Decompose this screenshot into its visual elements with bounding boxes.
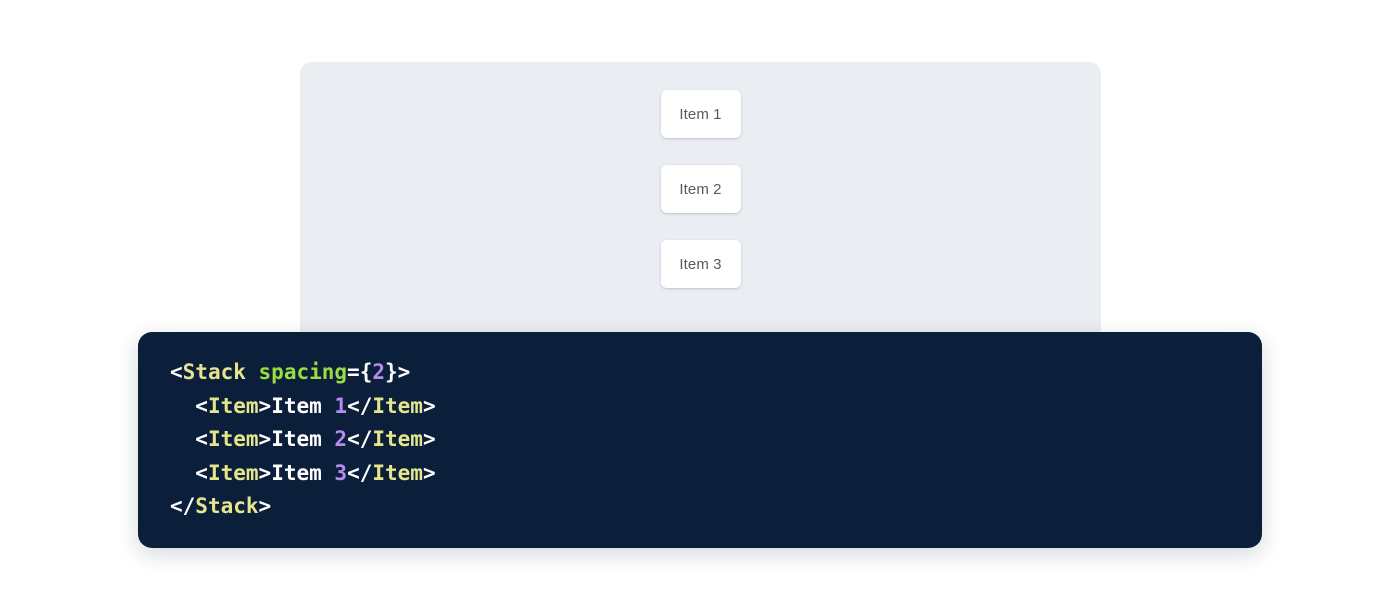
code-token-punctuation: > (258, 427, 272, 451)
code-token-tag: Stack (195, 494, 259, 518)
code-line: <Item>Item 3</Item> (170, 460, 436, 485)
code-token-tag: Item (207, 460, 259, 485)
code-snippet-panel: <Stack spacing={2}> <Item>Item 1</Item> … (138, 332, 1262, 548)
stack-item-label: Item 2 (679, 180, 722, 198)
code-token-tag: Item (372, 460, 423, 485)
code-token-punctuation: ={ (347, 360, 373, 384)
code-snippet[interactable]: <Stack spacing={2}> <Item>Item 1</Item> … (170, 356, 1262, 524)
code-token-punctuation: </ (347, 427, 373, 451)
code-token-punctuation: > (422, 393, 436, 418)
code-token-tag: Item (207, 393, 259, 418)
code-token-number: 3 (334, 460, 348, 485)
stack-item[interactable]: Item 1 (660, 90, 741, 138)
code-token-punctuation: </ (347, 393, 373, 418)
code-token-number: 2 (372, 360, 385, 384)
code-token-text: Item (271, 460, 335, 485)
stack-item[interactable]: Item 2 (660, 165, 741, 213)
code-token-punctuation: < (170, 360, 183, 384)
stack-item-label: Item 3 (679, 255, 722, 273)
code-token-punctuation: }> (385, 360, 411, 384)
code-token-punctuation: </ (170, 494, 196, 518)
code-token-text (246, 360, 259, 384)
code-token-punctuation: < (195, 427, 208, 451)
code-token-number: 2 (334, 427, 348, 451)
code-token-punctuation: > (422, 427, 436, 451)
code-token-tag: Item (372, 427, 423, 451)
stack-container: Item 1 Item 2 Item 3 (300, 90, 1101, 288)
code-token-tag: Item (372, 393, 423, 418)
stack-item-label: Item 1 (679, 105, 722, 123)
code-token-text: Item (271, 427, 335, 451)
code-line: </Stack> (170, 494, 271, 518)
code-token-punctuation: < (195, 393, 208, 418)
code-token-punctuation: > (258, 494, 272, 518)
code-token-punctuation: < (195, 460, 208, 485)
code-token-attribute: spacing (258, 360, 348, 384)
code-token-tag: Stack (182, 360, 246, 384)
code-token-text: Item (271, 393, 335, 418)
code-token-number: 1 (334, 393, 348, 418)
code-token-punctuation: > (258, 460, 272, 485)
code-line: <Item>Item 2</Item> (170, 427, 436, 451)
code-token-punctuation: > (422, 460, 436, 485)
code-token-punctuation: > (258, 393, 272, 418)
stack-item[interactable]: Item 3 (660, 240, 741, 288)
code-line: <Item>Item 1</Item> (170, 393, 436, 418)
code-token-punctuation: </ (347, 460, 373, 485)
code-token-tag: Item (207, 427, 259, 451)
code-line: <Stack spacing={2}> (170, 360, 410, 384)
